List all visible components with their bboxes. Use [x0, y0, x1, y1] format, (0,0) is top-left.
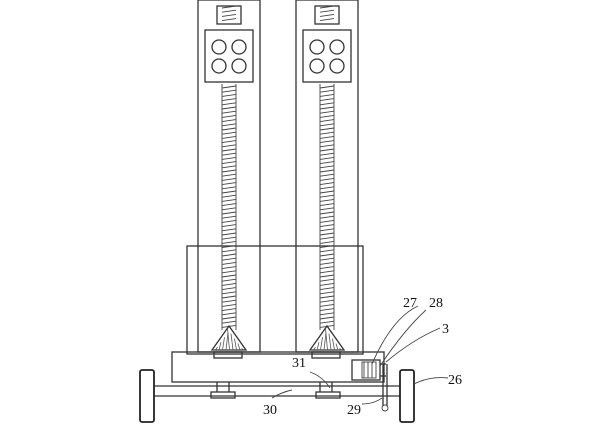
rear-frame-panel [186, 245, 364, 355]
right-wheel [399, 369, 415, 423]
left-wheel [139, 369, 155, 423]
right-bevel-gear [308, 324, 346, 351]
right-lead-screw [319, 5, 335, 330]
right-top-nut [314, 5, 340, 25]
axle [154, 385, 400, 397]
base-plate [171, 351, 385, 383]
right-top-block [302, 29, 352, 83]
motor-gear-unit [351, 359, 386, 381]
shaft-29 [381, 364, 389, 412]
left-top-nut [216, 5, 242, 25]
label-27: 27 [403, 296, 417, 311]
label-28: 28 [429, 296, 443, 311]
right-column [295, 0, 359, 353]
label-31: 31 [292, 356, 306, 371]
left-column [197, 0, 261, 353]
left-lead-screw [221, 5, 237, 330]
leader-lines [271, 305, 449, 405]
axle-support-right [315, 382, 341, 399]
label-29: 29 [347, 403, 361, 418]
label-26: 26 [448, 373, 462, 388]
bearing-block-right [311, 351, 341, 359]
label-30: 30 [263, 403, 277, 418]
left-top-block [204, 29, 254, 83]
left-column-housing [197, 0, 261, 353]
bearing-block-left [213, 351, 243, 359]
label-3: 3 [442, 322, 449, 337]
right-column-housing [295, 0, 359, 353]
axle-support-left [210, 382, 236, 399]
left-bevel-gear [210, 324, 248, 351]
